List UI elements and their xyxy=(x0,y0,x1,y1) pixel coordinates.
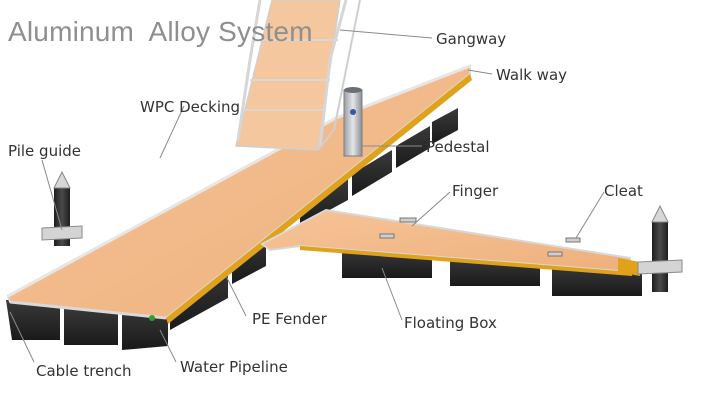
floating-box xyxy=(352,150,392,196)
floating-box xyxy=(432,108,458,144)
label-floating-box: Floating Box xyxy=(404,314,497,332)
gangway-icon xyxy=(235,0,361,151)
label-gangway: Gangway xyxy=(436,30,507,48)
cleat-icon xyxy=(379,217,581,257)
label-finger: Finger xyxy=(452,182,499,200)
label-pe-fender: PE Fender xyxy=(252,310,327,328)
pile-icon xyxy=(637,204,683,292)
floating-box xyxy=(300,178,348,226)
label-cable-trench: Cable trench xyxy=(36,362,132,380)
finger-fender-strip xyxy=(300,246,632,276)
label-walkway: Walk way xyxy=(496,66,568,84)
label-pedestal: Pedestal xyxy=(426,138,490,156)
diagram-title: Aluminum Alloy System xyxy=(8,16,313,47)
label-cleat: Cleat xyxy=(604,182,643,200)
floating-box xyxy=(6,300,60,340)
pe-fender-strip xyxy=(166,74,472,324)
pedestal-icon xyxy=(343,87,363,157)
floating-box xyxy=(396,126,430,168)
floating-box xyxy=(64,305,118,345)
label-water-pipeline: Water Pipeline xyxy=(180,358,288,376)
leader-lines xyxy=(9,29,605,363)
pile-icon xyxy=(41,170,83,246)
label-pile-guide: Pile guide xyxy=(8,142,81,160)
water-pipeline-marker xyxy=(149,315,155,321)
label-wpc-decking: WPC Decking xyxy=(140,98,241,116)
